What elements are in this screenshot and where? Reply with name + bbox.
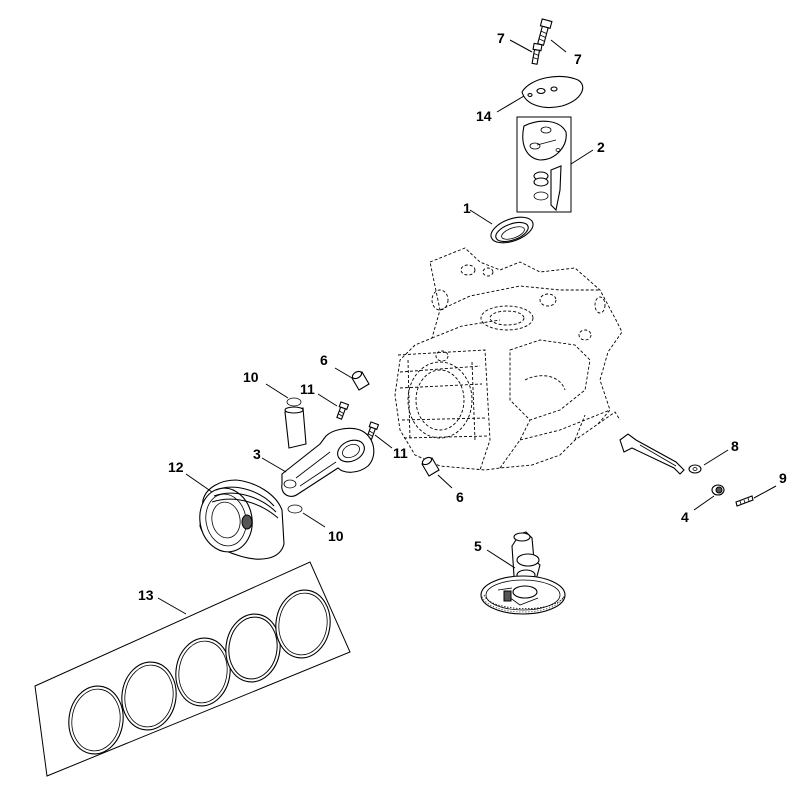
leader-10b — [302, 512, 326, 528]
part-6-dowel-bottom — [421, 456, 440, 477]
callout-9: 9 — [779, 470, 787, 486]
part-13-piston-rings — [34, 561, 351, 777]
part-12-piston — [199, 479, 285, 560]
governor-shaft — [619, 433, 685, 475]
callout-7-left: 7 — [497, 30, 505, 46]
leader-3 — [261, 457, 287, 473]
part-8-washer — [688, 464, 702, 474]
part-3-connecting-rod — [281, 427, 375, 497]
leader-7a — [509, 39, 533, 53]
part-7-bolts — [531, 18, 553, 65]
part-1-oil-seal — [490, 216, 534, 244]
part-10-circlip-bottom — [287, 504, 303, 514]
callout-10-bottom: 10 — [328, 528, 344, 544]
leader-10a — [265, 383, 289, 399]
leader-12 — [185, 473, 213, 493]
leader-2 — [570, 149, 594, 165]
leader-11b — [374, 434, 393, 449]
part-2-gasket-kit — [516, 116, 572, 213]
leader-14 — [496, 95, 525, 113]
leader-13 — [157, 597, 187, 615]
callout-2: 2 — [597, 139, 605, 155]
callout-12: 12 — [168, 459, 184, 475]
callout-1: 1 — [463, 200, 471, 216]
part-5-camshaft — [480, 531, 566, 615]
leader-4 — [693, 495, 715, 511]
leader-5 — [486, 549, 516, 569]
callout-13: 13 — [138, 587, 154, 603]
leader-8 — [703, 449, 729, 466]
wrist-pin — [284, 406, 307, 449]
leader-6b — [437, 474, 453, 489]
leader-7b — [550, 39, 567, 53]
callout-5: 5 — [474, 538, 482, 554]
callout-6-top: 6 — [320, 352, 328, 368]
callout-11-bottom: 11 — [393, 445, 408, 461]
part-9-pin — [735, 495, 754, 507]
callout-3: 3 — [253, 446, 261, 462]
callout-14: 14 — [476, 108, 492, 124]
part-6-dowel-top — [351, 370, 370, 391]
part-11-rod-bolt-top — [336, 401, 350, 420]
part-4-seal — [711, 484, 725, 496]
callout-8: 8 — [731, 438, 739, 454]
leader-11a — [317, 393, 338, 407]
callout-7-right: 7 — [574, 51, 582, 67]
callout-10-top: 10 — [243, 369, 259, 385]
callout-11-top: 11 — [300, 381, 315, 397]
leader-9 — [753, 485, 777, 499]
callout-6-bottom: 6 — [456, 489, 464, 505]
crankcase-block — [394, 247, 623, 471]
part-14-plate — [521, 75, 584, 109]
part-10-circlip-top — [286, 397, 302, 407]
leader-1 — [469, 209, 493, 225]
callout-4: 4 — [681, 509, 689, 525]
leader-6a — [334, 367, 353, 379]
